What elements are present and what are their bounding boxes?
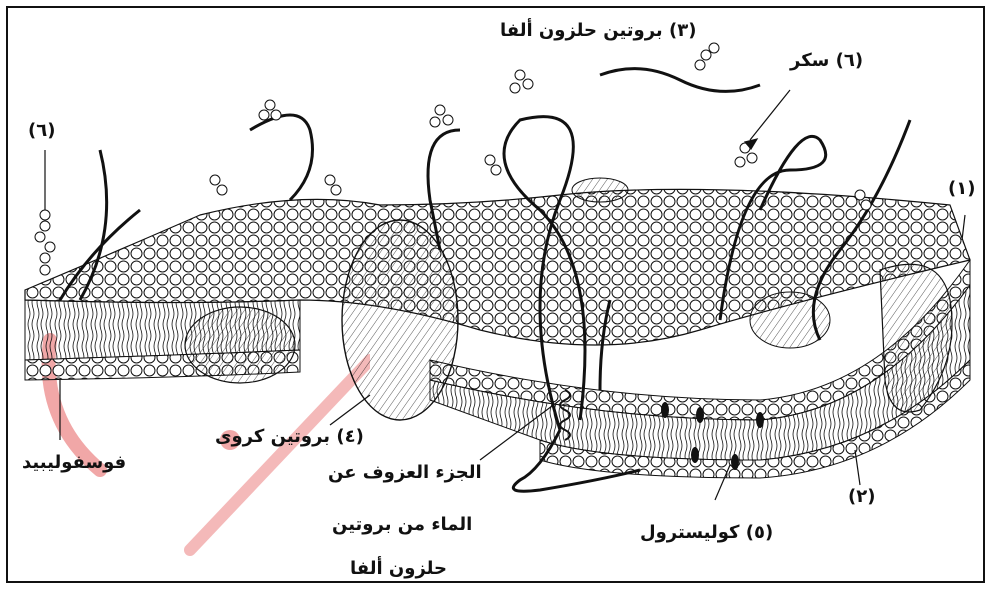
embedded-protein-top bbox=[750, 292, 830, 348]
label-globular-protein: (٤) بروتين كروى bbox=[215, 428, 364, 446]
label-sugar: (٦) سكر bbox=[790, 52, 863, 70]
label-one: (١) bbox=[948, 180, 975, 198]
label-helix-protein: (٣) بروتين حلزون ألفا bbox=[500, 22, 696, 40]
embedded-protein-small bbox=[572, 178, 628, 202]
label-two: (٢) bbox=[848, 488, 875, 506]
label-phospholipid: فوسفوليبيد bbox=[22, 454, 126, 472]
globular-protein-left bbox=[185, 307, 295, 383]
globular-protein-large bbox=[342, 220, 458, 420]
label-hydrophobic-line3: حلزون ألفا bbox=[350, 560, 447, 578]
label-cholesterol: (٥) كوليسترول bbox=[640, 524, 773, 542]
label-hydrophobic-line1: الجزء العزوف عن bbox=[328, 464, 482, 482]
label-hydrophobic-line2: الماء من بروتين bbox=[332, 516, 472, 534]
label-sugar-left: (٦) bbox=[28, 122, 55, 140]
